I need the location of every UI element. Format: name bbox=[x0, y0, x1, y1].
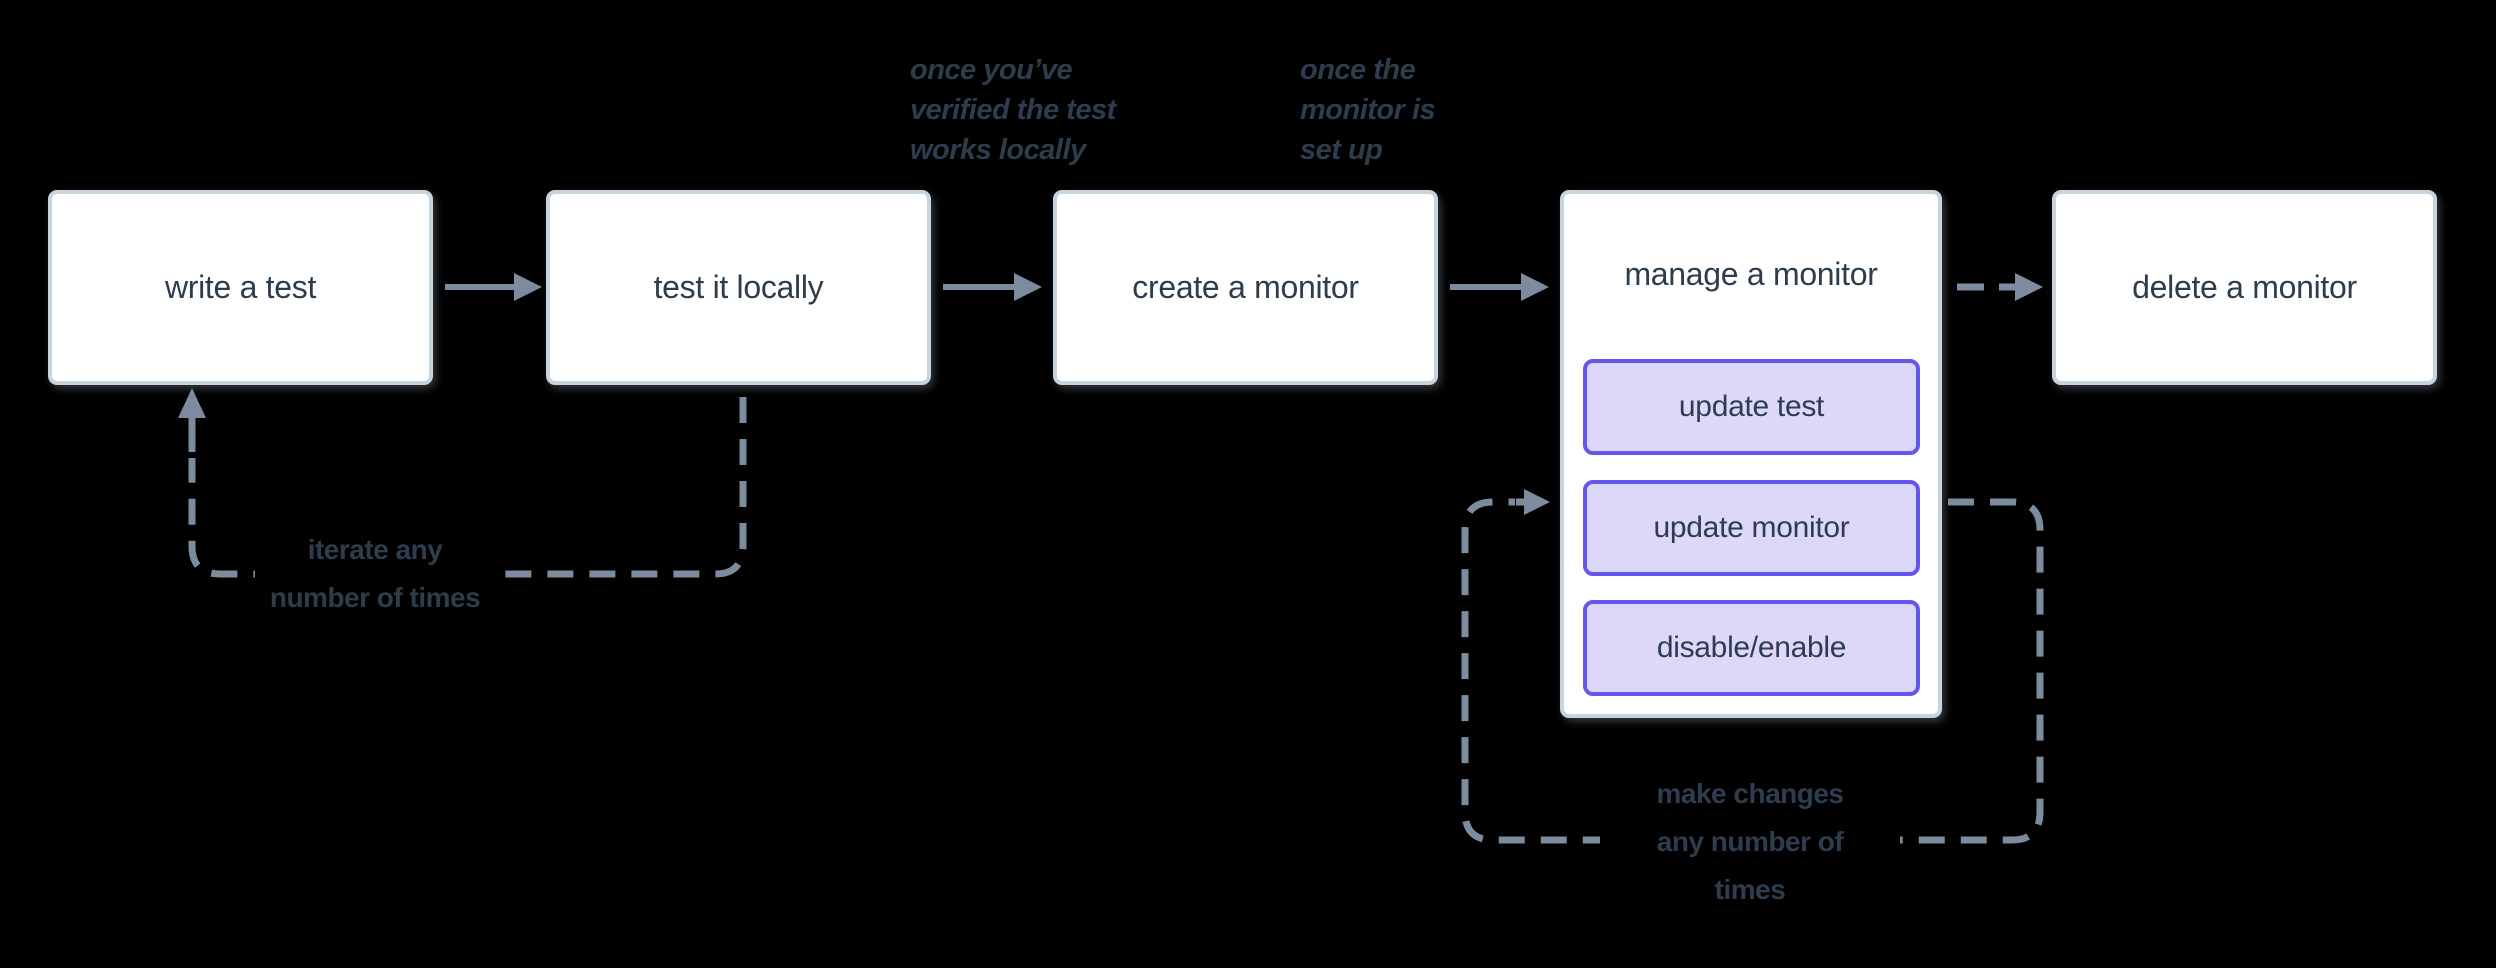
arrow-create-to-manage bbox=[1450, 273, 1549, 301]
node-manage-monitor: manage a monitor update test update moni… bbox=[1560, 190, 1942, 718]
arrow-manage-to-delete-dashed bbox=[1957, 273, 2043, 301]
loop-label-line: any number of bbox=[1656, 826, 1844, 857]
action-button-update-test: update test bbox=[1583, 359, 1920, 455]
action-button-label: update monitor bbox=[1653, 511, 1850, 544]
action-button-label: disable/enable bbox=[1656, 631, 1847, 664]
node-label: create a monitor bbox=[1132, 269, 1359, 305]
action-button-update-monitor: update monitor bbox=[1583, 480, 1920, 576]
node-test-locally: test it locally bbox=[546, 190, 931, 385]
annotation-line: verified the test bbox=[910, 94, 1116, 126]
node-label: delete a monitor bbox=[2132, 269, 2357, 305]
manage-loop-arrowhead bbox=[1524, 489, 1550, 515]
arrow-write-to-test bbox=[445, 273, 542, 301]
annotation-line: works locally bbox=[910, 134, 1086, 166]
loop-label-line: number of times bbox=[269, 582, 481, 613]
annotation-line: monitor is bbox=[1300, 94, 1436, 126]
annotation-once-verified: once you’ve verified the test works loca… bbox=[910, 50, 1116, 170]
node-label: manage a monitor bbox=[1624, 256, 1878, 292]
annotation-line: once you’ve bbox=[910, 54, 1073, 86]
loop-label-iterate: iterate any number of times bbox=[255, 526, 495, 622]
arrow-test-to-create bbox=[943, 273, 1042, 301]
annotation-line: once the bbox=[1300, 54, 1416, 86]
action-button-label: update test bbox=[1678, 390, 1825, 423]
loop-label-line: iterate any bbox=[307, 534, 443, 565]
node-label: test it locally bbox=[653, 269, 824, 305]
node-label: write a test bbox=[164, 269, 317, 305]
annotation-once-setup: once the monitor is set up bbox=[1300, 50, 1436, 170]
action-button-disable-enable: disable/enable bbox=[1583, 600, 1920, 696]
loop-label-line: make changes bbox=[1656, 778, 1845, 809]
node-delete-monitor: delete a monitor bbox=[2052, 190, 2437, 385]
loop-label-line: times bbox=[1714, 874, 1786, 905]
iterate-loop-arrowhead bbox=[178, 388, 206, 418]
annotation-line: set up bbox=[1300, 134, 1383, 166]
node-write-test: write a test bbox=[48, 190, 433, 385]
node-create-monitor: create a monitor bbox=[1053, 190, 1438, 385]
loop-label-make-changes: make changes any number of times bbox=[1600, 770, 1900, 914]
